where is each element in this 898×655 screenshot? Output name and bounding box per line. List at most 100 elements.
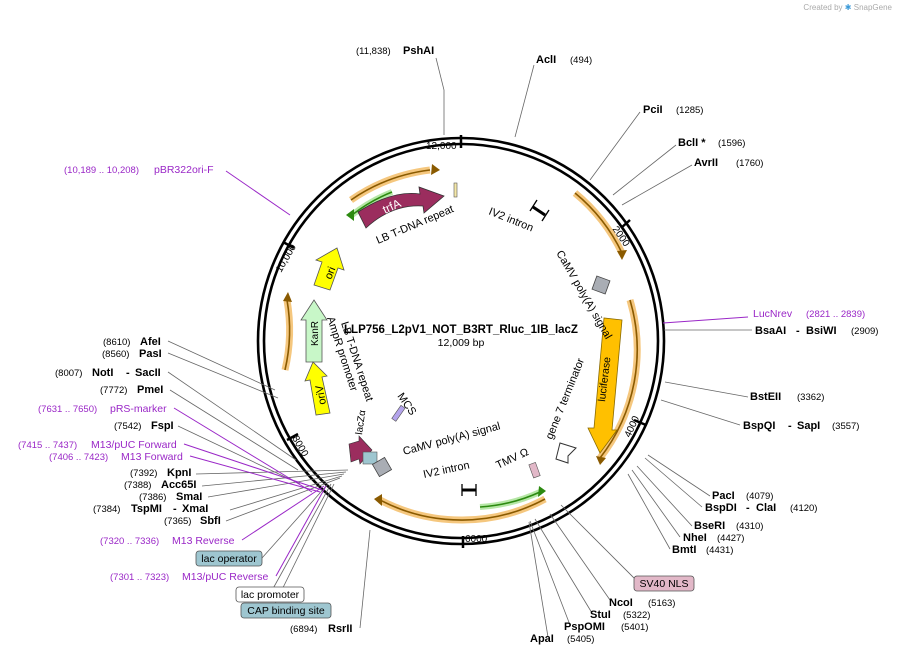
site-pshai-pos: (11,838) (356, 46, 391, 57)
leader-avrii (621, 164, 693, 206)
orf-arrowheads (283, 164, 627, 506)
site-ncoi[interactable]: NcoI (609, 597, 633, 609)
lac-promoter-label[interactable]: lac promoter (241, 589, 300, 601)
primer-lucnrev[interactable]: LucNrev (753, 308, 793, 320)
leader-m13-rev (241, 485, 325, 541)
site-smai[interactable]: SmaI (176, 491, 202, 503)
primer-m13puc-rev[interactable]: M13/pUC Reverse (182, 571, 269, 583)
trfA-arrow[interactable] (357, 186, 445, 229)
site-bsteii[interactable]: BstEII (750, 391, 781, 403)
camv-polya-bottom-label: CaMV poly(A) signal (402, 420, 502, 458)
leader-afei (167, 340, 276, 391)
luciferase-label: luciferase (596, 356, 613, 402)
primer-m13-fwd[interactable]: M13 Forward (121, 451, 183, 463)
green-arc-bottom (479, 491, 541, 508)
site-bsteii-pos: (3362) (797, 392, 824, 403)
plasmid-name: LLP756_L2pV1_NOT_B3RT_Rluc_1IB_lacZ (344, 324, 578, 336)
leader-pshai (435, 57, 445, 135)
site-fspi[interactable]: FspI (151, 420, 174, 432)
site-bsiwi[interactable]: BsiWI (806, 325, 837, 337)
leader-kpni (195, 469, 349, 475)
site-apai[interactable]: ApaI (530, 633, 554, 645)
lacZa-label: lacZα (354, 409, 368, 435)
site-bsaai-pos: (2909) (851, 326, 878, 337)
lac-operator-label[interactable]: lac operator (201, 553, 257, 565)
site-pcii[interactable]: PciI (643, 104, 663, 116)
site-rsrii[interactable]: RsrII (328, 623, 352, 635)
site-pspomi[interactable]: PspOMI (564, 621, 605, 633)
tick-marks (282, 135, 647, 548)
site-acc65i-pos: (7388) (124, 480, 151, 491)
site-bspdi-dash: - (746, 502, 750, 514)
site-sapi[interactable]: SapI (797, 420, 820, 432)
credit-brand: SnapGene (853, 3, 892, 12)
site-paci[interactable]: PacI (712, 490, 735, 502)
leader-stui (534, 518, 593, 614)
site-stui[interactable]: StuI (590, 609, 611, 621)
site-paci-pos: (4079) (746, 491, 773, 502)
lac-promoter-box (235, 586, 305, 603)
cap-binding-site-label[interactable]: CAP binding site (247, 605, 325, 617)
site-tspmi[interactable]: TspMI (131, 503, 162, 515)
tick-mark-8000 (286, 432, 299, 442)
cap-binding-site-box (240, 602, 332, 619)
green-arrowhead-bottom (538, 486, 546, 497)
site-noti[interactable]: NotI (92, 367, 113, 379)
tick-mark-2000 (620, 219, 631, 229)
luciferase-arrow[interactable] (587, 317, 623, 454)
site-bspqi[interactable]: BspQI (743, 420, 775, 432)
site-bsaai[interactable]: BsaAI (755, 325, 786, 337)
arrowhead-top-left (431, 164, 440, 175)
site-bseri[interactable]: BseRI (694, 520, 725, 532)
site-pshai[interactable]: PshAI (403, 45, 434, 57)
site-sbfi-pos: (7365) (164, 516, 191, 527)
leader-tspmi (229, 475, 343, 511)
site-bspdi[interactable]: BspDI (705, 502, 737, 514)
primer-prs-marker[interactable]: pRS-marker (110, 403, 167, 415)
arrowhead-right-top (617, 250, 627, 260)
site-acli[interactable]: AclI (536, 54, 556, 66)
site-avrii[interactable]: AvrII (694, 157, 718, 169)
site-bmti[interactable]: BmtI (672, 544, 696, 556)
site-bspqi-pos: (3557) (832, 421, 859, 432)
lac-operator-block (362, 451, 378, 465)
leader-bspqi (660, 399, 741, 426)
primer-prs-marker-pos: (7631 .. 7650) (38, 404, 97, 415)
orf-arc-top-left (350, 169, 431, 201)
site-clai[interactable]: ClaI (756, 502, 776, 514)
kanR-arrow[interactable] (300, 299, 328, 363)
tick-label-12000: 12,000 (426, 141, 457, 152)
site-sacii[interactable]: SacII (135, 367, 161, 379)
boxed-features: SV40 NLS lac operator lac promoter CAP b… (195, 550, 695, 619)
site-xmai[interactable]: XmaI (182, 503, 208, 515)
site-sbfi[interactable]: SbfI (200, 515, 221, 527)
oriV-label: oriV (314, 384, 329, 406)
leader-lac-operator (261, 483, 329, 559)
site-pmei[interactable]: PmeI (137, 384, 163, 396)
oriV-arrow[interactable] (304, 361, 331, 416)
leader-pbr322ori-f (225, 170, 291, 216)
sv40-nls-box (633, 575, 695, 592)
leader-bmti (627, 473, 671, 550)
site-kpni[interactable]: KpnI (167, 467, 191, 479)
site-afei[interactable]: AfeI (140, 336, 161, 348)
site-pasi[interactable]: PasI (139, 348, 162, 360)
iv2-intron-top-label: IV2 intron (487, 206, 535, 235)
iv2-intron-bottom-icon (461, 484, 477, 496)
primer-m13puc-fwd[interactable]: M13/pUC Forward (91, 439, 177, 451)
site-bcli[interactable]: BclI * (678, 137, 706, 149)
ori-arrow[interactable] (313, 247, 345, 291)
primer-m13-rev-pos: (7320 .. 7336) (100, 536, 159, 547)
arrowhead-bottom (374, 494, 382, 506)
leader-pasi (167, 352, 279, 399)
primer-pbr322ori-f[interactable]: pBR322ori-F (154, 164, 214, 176)
orf-arc-right-top (574, 192, 623, 254)
sv40-nls-label[interactable]: SV40 NLS (639, 578, 688, 590)
orf-arc-right-top-glow (572, 190, 626, 255)
primer-m13-rev[interactable]: M13 Reverse (172, 535, 235, 547)
leader-bseri (636, 465, 693, 527)
site-nhei[interactable]: NheI (683, 532, 707, 544)
snapgene-credit: Created by ✱ SnapGene (803, 3, 892, 12)
site-acc65i[interactable]: Acc65I (161, 479, 196, 491)
